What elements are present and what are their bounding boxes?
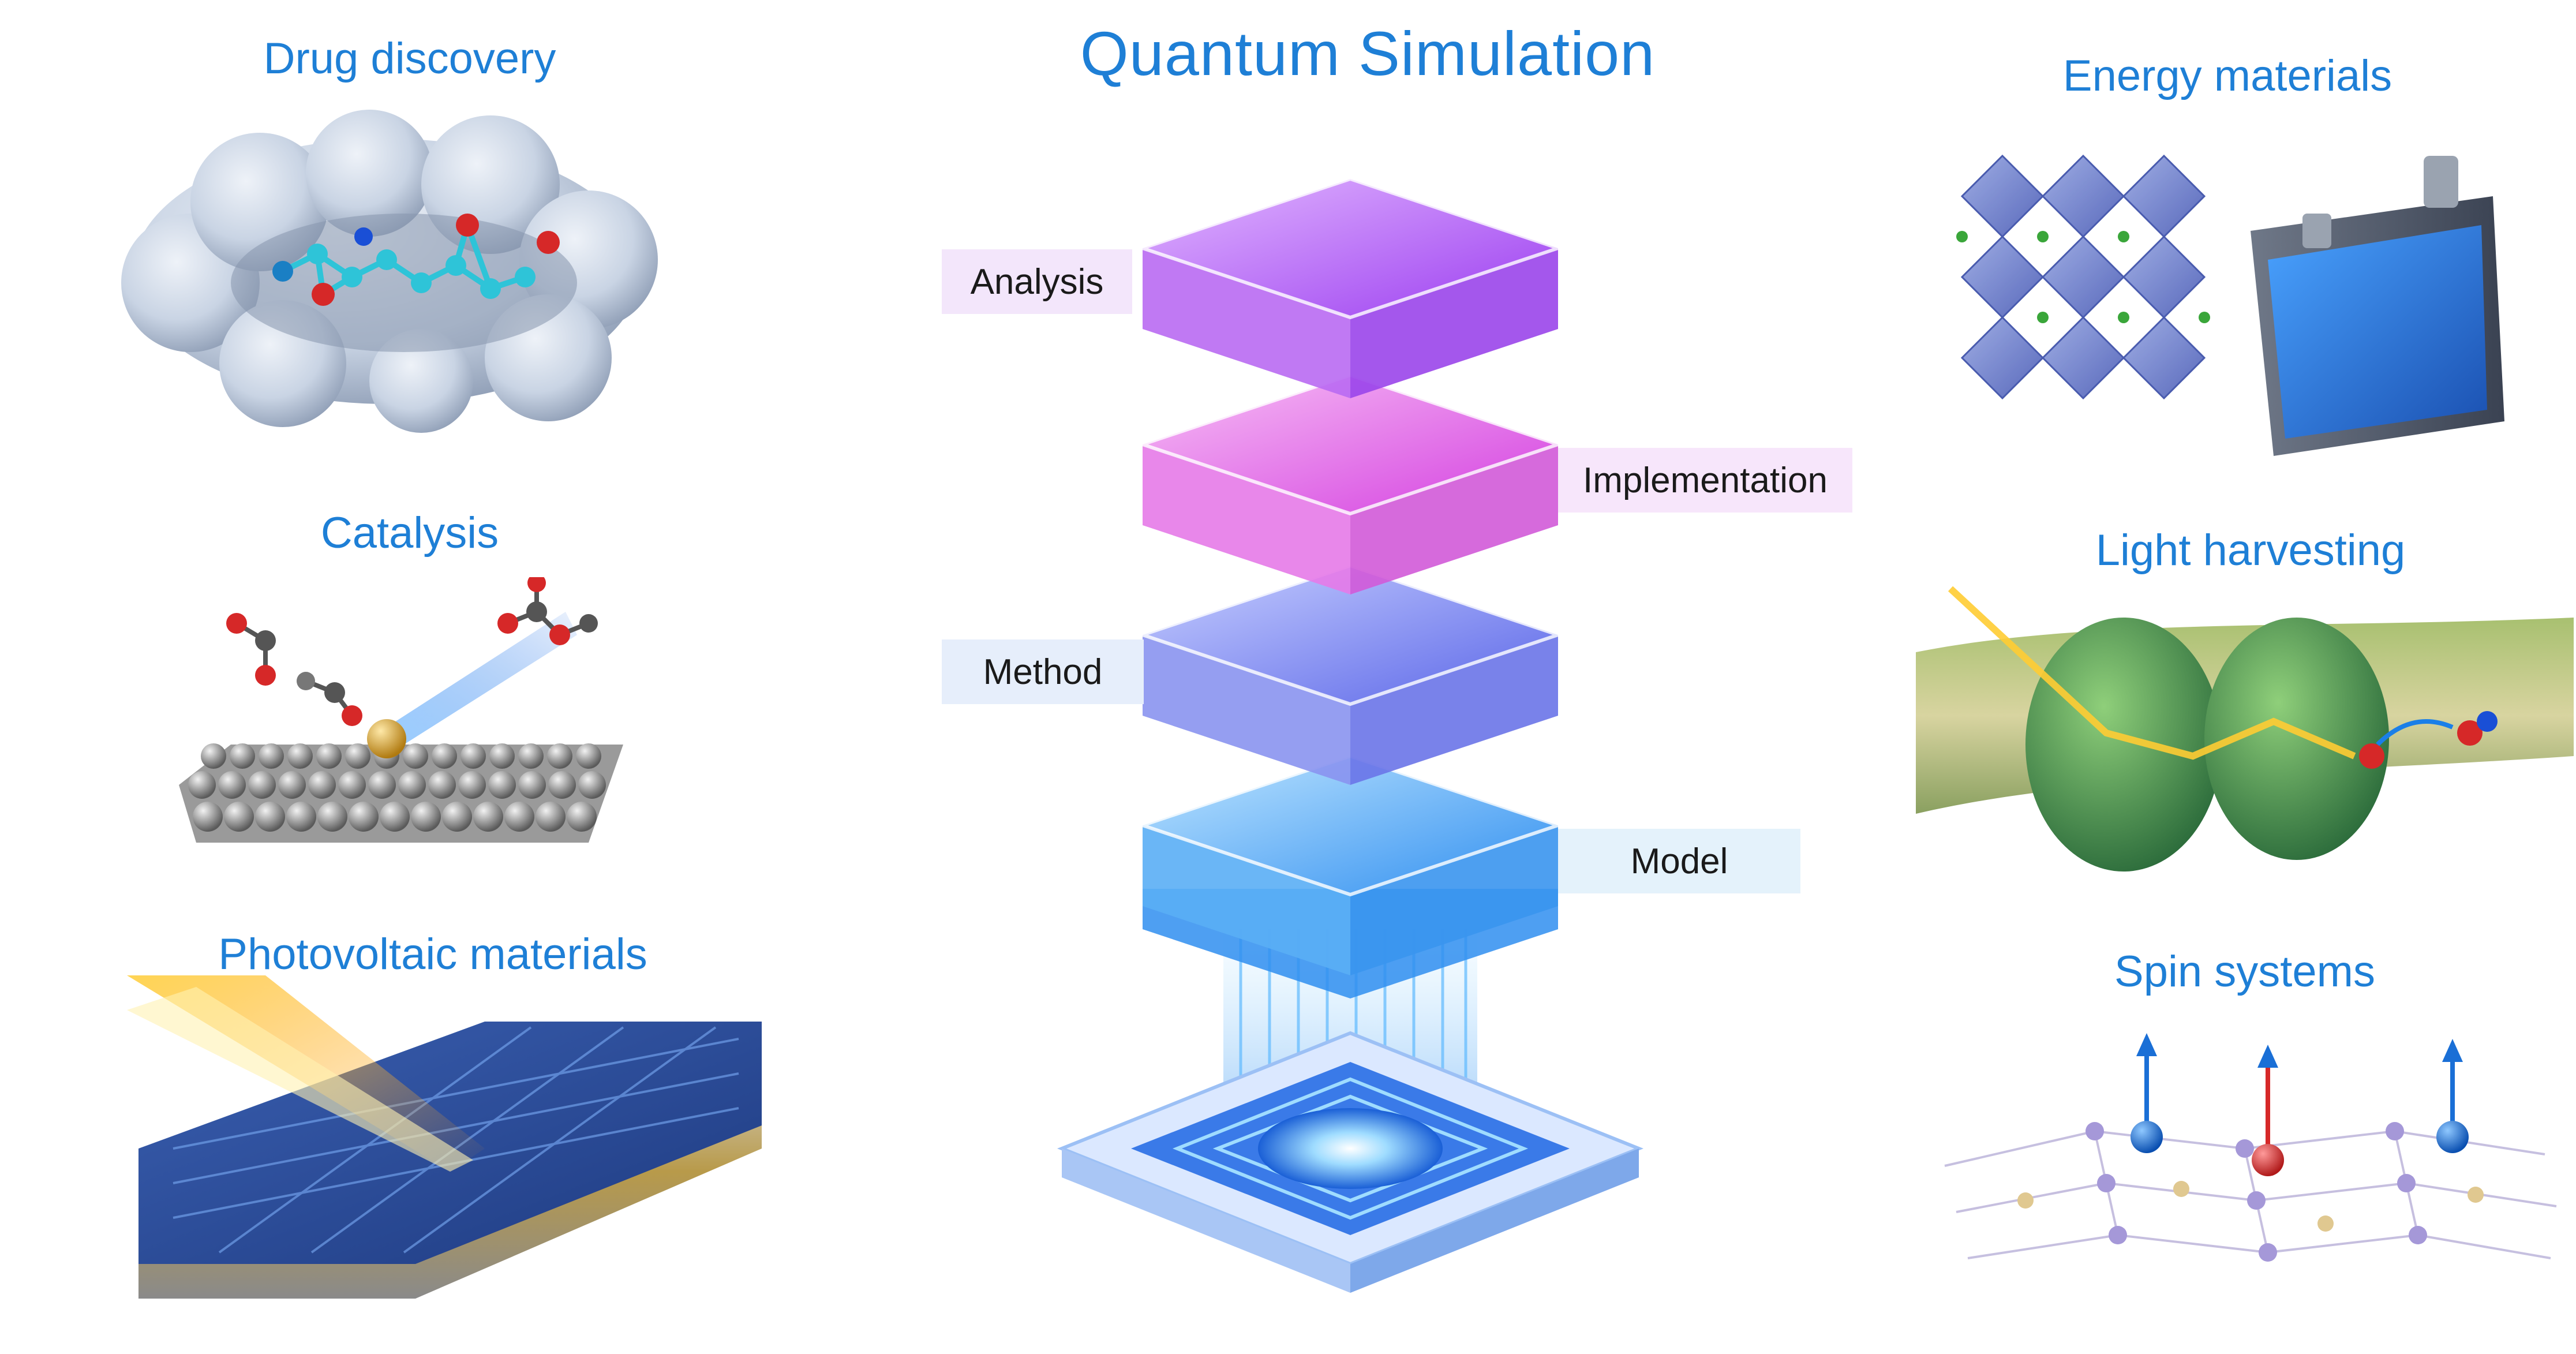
layer-label-implementation: Implementation [1558, 448, 1852, 513]
drug-discovery-illustration [110, 110, 675, 433]
app-title-drug-discovery: Drug discovery [263, 34, 556, 83]
light-harvesting-illustration [1916, 583, 2574, 906]
catalysis-illustration [162, 577, 646, 866]
app-title-spin-systems: Spin systems [2114, 947, 2375, 996]
layer-label-method: Method [942, 639, 1144, 704]
implementation-layer [1137, 373, 1564, 594]
page-title: Quantum Simulation [1080, 18, 1656, 88]
app-title-photovoltaic: Photovoltaic materials [218, 930, 647, 979]
energy-materials-illustration [1950, 133, 2528, 491]
layer-label-analysis: Analysis [942, 249, 1132, 314]
layer-label-model: Model [1558, 829, 1800, 893]
app-title-light-harvesting: Light harvesting [2095, 526, 2406, 575]
app-title-catalysis: Catalysis [320, 508, 499, 558]
model-layer [1137, 754, 1564, 998]
photovoltaic-illustration [127, 975, 773, 1333]
method-layer [1137, 563, 1564, 785]
spin-systems-illustration [1922, 1016, 2568, 1339]
app-title-energy-materials: Energy materials [2062, 51, 2392, 100]
analysis-layer [1137, 177, 1564, 398]
quantum-stack-diagram [1039, 156, 1656, 1322]
